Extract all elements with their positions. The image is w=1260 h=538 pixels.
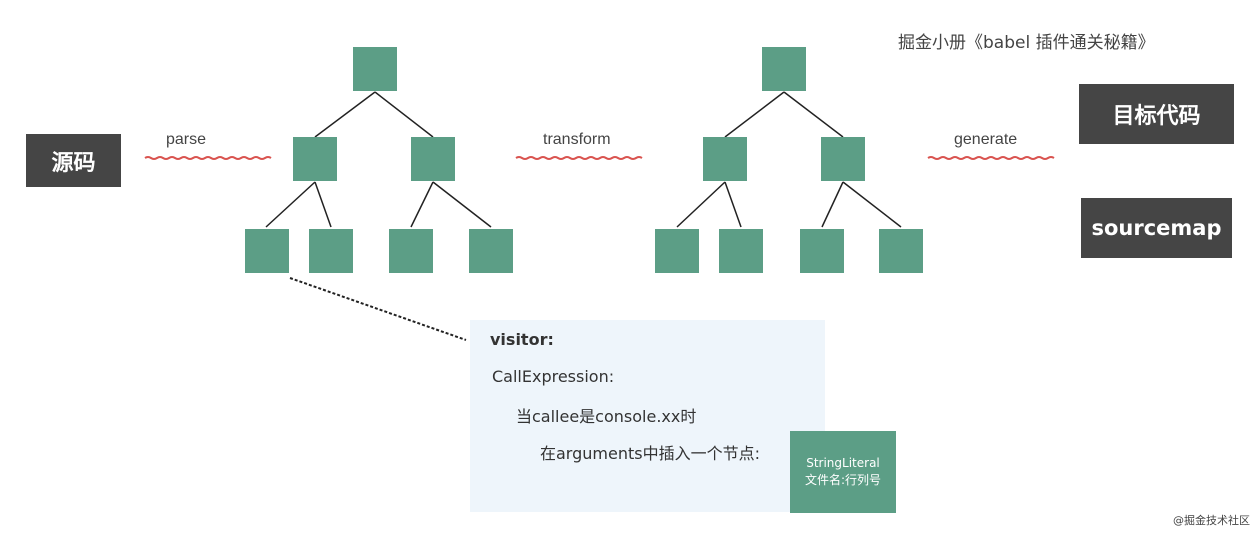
step-underlines — [144, 156, 1055, 160]
ast-node-leaf — [309, 229, 353, 273]
ast-node — [821, 137, 865, 181]
parse-label: parse — [166, 131, 207, 148]
right-tree-edges — [676, 91, 902, 228]
transform-underline — [515, 156, 643, 160]
ast-node-root — [762, 47, 806, 91]
visitor-pointer-line — [289, 277, 467, 341]
sourcemap-box: sourcemap — [1081, 198, 1232, 258]
edge — [676, 181, 726, 228]
visitor-title: visitor: — [490, 330, 554, 349]
left-tree-edges — [265, 91, 492, 228]
watermark: @掘金技术社区 — [1173, 514, 1250, 527]
edge — [842, 181, 902, 228]
edge — [314, 181, 332, 228]
ast-node-leaf — [469, 229, 513, 273]
string-literal-node: StringLiteral 文件名:行列号 — [790, 431, 896, 513]
target-code-label: 目标代码 — [1112, 104, 1201, 129]
target-code-box: 目标代码 — [1079, 84, 1234, 144]
ast-node — [293, 137, 337, 181]
ast-node-leaf — [719, 229, 763, 273]
ast-node-leaf — [879, 229, 923, 273]
edge — [724, 181, 742, 228]
ast-node-leaf — [389, 229, 433, 273]
transform-label: transform — [543, 131, 611, 148]
edge — [410, 181, 434, 228]
source-code-label: 源码 — [51, 150, 96, 176]
edge — [374, 91, 434, 138]
sourcemap-label: sourcemap — [1091, 216, 1222, 240]
visitor-line-callexpression: CallExpression: — [492, 367, 615, 386]
string-literal-type: StringLiteral — [806, 456, 880, 470]
parse-underline — [144, 156, 272, 160]
edge — [821, 181, 844, 228]
book-title: 掘金小册《babel 插件通关秘籍》 — [898, 33, 1155, 53]
ast-node-leaf — [655, 229, 699, 273]
visitor-line-callee: 当callee是console.xx时 — [516, 407, 697, 426]
visitor-line-arguments: 在arguments中插入一个节点: — [540, 444, 760, 463]
ast-node — [411, 137, 455, 181]
ast-node-leaf — [245, 229, 289, 273]
source-code-box: 源码 — [26, 134, 121, 187]
ast-node-root — [353, 47, 397, 91]
edge — [724, 91, 785, 138]
visitor-panel — [470, 320, 825, 512]
generate-label: generate — [954, 131, 1018, 148]
ast-node-leaf — [800, 229, 844, 273]
edge — [432, 181, 492, 228]
edge — [265, 181, 316, 228]
edge — [314, 91, 376, 138]
edge — [783, 91, 844, 138]
generate-underline — [927, 156, 1055, 160]
string-literal-value: 文件名:行列号 — [804, 473, 882, 487]
ast-node — [703, 137, 747, 181]
